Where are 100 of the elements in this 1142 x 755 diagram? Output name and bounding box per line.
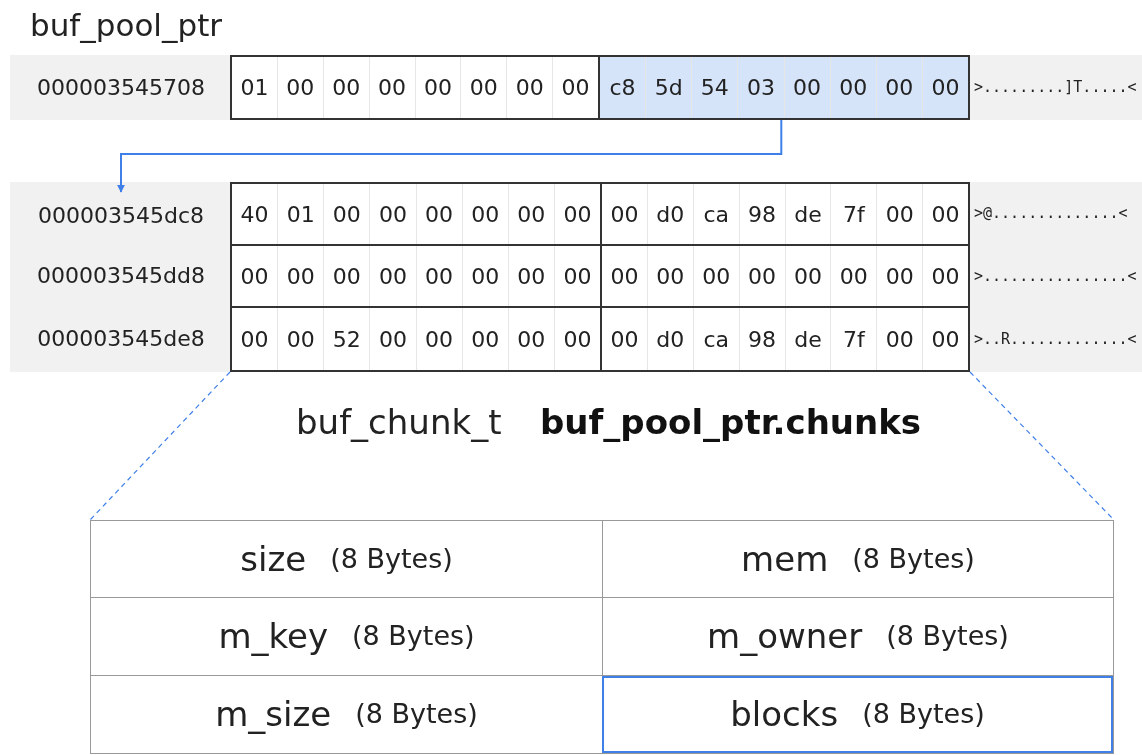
field-size: (8 Bytes) xyxy=(355,697,478,731)
field-name: size xyxy=(240,537,307,581)
hex-byte: 00 xyxy=(793,74,822,102)
hex-byte: 00 xyxy=(471,200,500,229)
hex-byte: 00 xyxy=(793,262,822,291)
hex-byte: 00 xyxy=(610,262,639,291)
hex-byte: 00 xyxy=(885,262,914,291)
field-name: mem xyxy=(741,537,829,581)
field-size: (8 Bytes) xyxy=(352,619,475,654)
ascii-dump: >..R.............< xyxy=(974,328,1138,350)
hex-byte: 00 xyxy=(931,74,960,102)
hex-byte: 00 xyxy=(286,325,315,354)
memory-address: 000003545dd8 xyxy=(36,261,206,290)
field-size: (8 Bytes) xyxy=(862,697,985,731)
hex-byte: 03 xyxy=(746,74,775,102)
hex-byte: 00 xyxy=(517,200,546,229)
hex-byte: 00 xyxy=(471,325,500,354)
hex-byte: 00 xyxy=(885,200,914,229)
hex-byte: 01 xyxy=(286,200,315,229)
hex-byte: 7f xyxy=(842,325,865,354)
hex-byte: 7f xyxy=(842,200,865,229)
hex-byte: 00 xyxy=(610,200,639,229)
field-name: m_owner xyxy=(707,614,863,658)
hex-byte: 00 xyxy=(332,262,361,291)
struct-field-cell xyxy=(602,598,1113,676)
field-size: (8 Bytes) xyxy=(852,541,975,576)
hex-byte: 00 xyxy=(378,262,407,291)
hex-byte: 00 xyxy=(425,262,454,291)
hex-byte: 00 xyxy=(471,262,500,291)
memory-address: 000003545de8 xyxy=(36,324,206,353)
hex-byte: 00 xyxy=(931,200,960,229)
hex-byte: 98 xyxy=(748,200,777,229)
hex-byte: 00 xyxy=(378,325,407,354)
hex-byte: 00 xyxy=(885,74,914,102)
hex-byte: 00 xyxy=(839,74,868,102)
hex-byte: 00 xyxy=(748,262,777,291)
variable-caption: buf_pool_ptr.chunks xyxy=(540,400,920,444)
hex-byte: 00 xyxy=(378,200,407,229)
byte-group xyxy=(600,184,968,246)
hex-byte: 00 xyxy=(286,74,315,102)
hex-byte: 54 xyxy=(700,74,729,102)
hex-byte: 00 xyxy=(423,74,452,102)
hex-byte: 00 xyxy=(240,262,269,291)
ascii-dump: >@..............< xyxy=(974,202,1129,224)
type-caption: buf_chunk_t xyxy=(296,400,503,444)
hex-byte: 01 xyxy=(240,74,269,102)
hex-byte: 00 xyxy=(563,325,592,354)
memory-block xyxy=(230,182,970,372)
byte-group xyxy=(230,55,600,120)
hex-byte: ca xyxy=(703,200,729,229)
memory-address: 000003545dc8 xyxy=(18,192,224,238)
hex-byte: 00 xyxy=(517,325,546,354)
hex-byte: de xyxy=(794,325,822,354)
byte-group xyxy=(600,246,968,308)
hex-byte: 00 xyxy=(332,74,361,102)
byte-group xyxy=(232,184,600,246)
hex-byte: 00 xyxy=(425,325,454,354)
hex-byte: 00 xyxy=(286,262,315,291)
byte-group xyxy=(600,55,970,120)
hex-byte: c8 xyxy=(609,74,636,102)
diagram-title: buf_pool_ptr xyxy=(30,6,223,45)
hex-byte: 00 xyxy=(240,325,269,354)
field-name: m_key xyxy=(218,614,328,658)
hex-byte: 00 xyxy=(839,262,868,291)
hex-byte: 98 xyxy=(748,325,777,354)
hex-byte: 00 xyxy=(931,262,960,291)
hex-byte: 00 xyxy=(517,262,546,291)
hex-byte: 00 xyxy=(561,74,590,102)
hex-byte: 00 xyxy=(425,200,454,229)
hex-byte: 00 xyxy=(563,262,592,291)
field-size: (8 Bytes) xyxy=(886,619,1009,654)
hex-byte: de xyxy=(794,200,822,229)
hex-byte: 52 xyxy=(332,325,361,354)
struct-field-cell xyxy=(602,675,1113,753)
zoom-guide-line xyxy=(969,371,1115,521)
hex-byte: 00 xyxy=(378,74,407,102)
ascii-dump: >................< xyxy=(974,265,1138,287)
hex-byte: 5d xyxy=(654,74,683,102)
struct-field-cell xyxy=(602,521,1113,599)
hex-byte: 00 xyxy=(563,200,592,229)
hex-byte: 00 xyxy=(931,325,960,354)
ascii-dump: >.........]T.....< xyxy=(974,76,1138,98)
hex-byte: 00 xyxy=(610,325,639,354)
hex-byte: 00 xyxy=(332,200,361,229)
field-name: m_size xyxy=(215,692,332,736)
hex-byte: d0 xyxy=(656,325,685,354)
hex-byte: 00 xyxy=(702,262,731,291)
pointer-arrow xyxy=(117,119,783,193)
hex-byte: ca xyxy=(703,325,729,354)
hex-byte: 00 xyxy=(885,325,914,354)
hex-byte: 00 xyxy=(656,262,685,291)
hex-byte: d0 xyxy=(656,200,685,229)
memory-address: 000003545708 xyxy=(36,73,206,102)
byte-group xyxy=(232,246,600,308)
hex-byte: 00 xyxy=(469,74,498,102)
struct-table xyxy=(90,520,1114,754)
field-size: (8 Bytes) xyxy=(330,541,453,576)
field-name: blocks xyxy=(730,692,839,736)
hex-byte: 40 xyxy=(240,200,269,229)
hex-byte: 00 xyxy=(515,74,544,102)
